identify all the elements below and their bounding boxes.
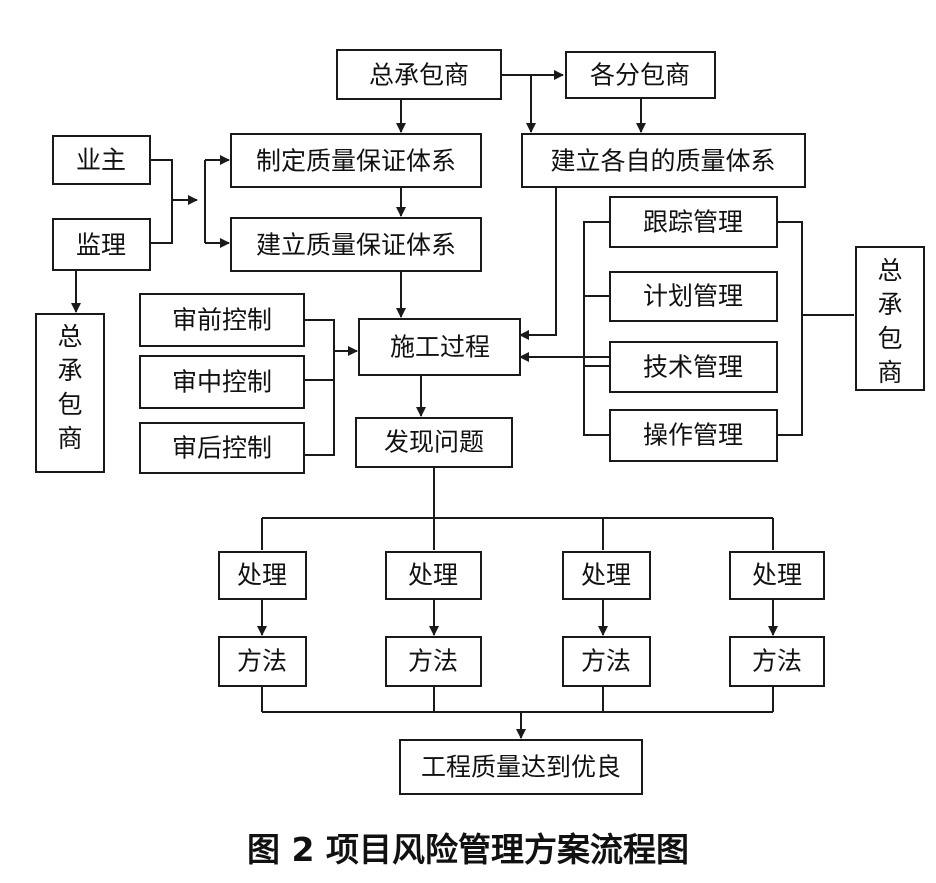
- node-label: 审后控制: [172, 434, 272, 463]
- node-find-problems: 发现问题: [355, 417, 513, 468]
- node-handle-1: 处理: [218, 551, 307, 600]
- node-sub-quality-systems: 建立各自的质量体系: [521, 133, 806, 188]
- node-label-char: 总承包商: [877, 256, 902, 387]
- label-char: 包: [877, 324, 902, 353]
- node-label: 处理: [408, 561, 458, 590]
- node-mid-control: 审中控制: [139, 355, 305, 409]
- node-label-char: 总承包商: [57, 322, 82, 453]
- node-label: 总承包商: [369, 61, 469, 90]
- connectors: [71, 70, 854, 739]
- node-label: 审前控制: [172, 306, 272, 335]
- flowchart: 总承包商 各分包商 业主 监理 制定质量保证体系 建立质量保证体系 建立各自的质…: [35, 49, 925, 795]
- node-label: 施工过程: [390, 333, 490, 362]
- label-char: 包: [57, 390, 82, 419]
- node-label: 计划管理: [643, 282, 743, 311]
- node-general-contractor-top: 总承包商: [336, 49, 502, 100]
- node-label: 工程质量达到优良: [421, 753, 621, 782]
- node-label: 建立各自的质量体系: [550, 147, 775, 176]
- node-label: 技术管理: [643, 353, 743, 382]
- label-char: 承: [57, 356, 82, 385]
- node-label: 各分包商: [590, 61, 690, 90]
- node-subcontractors: 各分包商: [565, 51, 716, 99]
- label-char: 商: [877, 358, 902, 387]
- node-general-contractor-right: 总承包商: [855, 246, 925, 391]
- node-label: 处理: [237, 561, 287, 590]
- node-label: 审中控制: [172, 368, 272, 397]
- node-label: 处理: [581, 561, 631, 590]
- node-label: 制定质量保证体系: [256, 147, 456, 176]
- label-char: 承: [877, 290, 902, 319]
- node-label: 业主: [76, 146, 126, 175]
- node-tracking-mgmt: 跟踪管理: [609, 196, 778, 248]
- node-operation-mgmt: 操作管理: [609, 409, 778, 462]
- label-char: 总: [877, 256, 902, 285]
- node-construction: 施工过程: [358, 318, 521, 376]
- node-method-3: 方法: [562, 636, 651, 687]
- node-set-quality-system: 制定质量保证体系: [230, 133, 482, 188]
- node-method-4: 方法: [729, 636, 825, 687]
- node-label: 方法: [237, 647, 287, 676]
- node-label: 监理: [76, 231, 126, 260]
- node-general-contractor-left: 总承包商: [35, 313, 105, 473]
- node-label: 处理: [752, 561, 802, 590]
- node-label: 方法: [752, 647, 802, 676]
- label-char: 总: [57, 322, 82, 351]
- label-char: 商: [57, 424, 82, 453]
- node-label: 操作管理: [643, 421, 743, 450]
- node-post-control: 审后控制: [139, 422, 305, 474]
- node-result: 工程质量达到优良: [399, 739, 643, 795]
- node-label: 跟踪管理: [643, 208, 743, 237]
- node-pre-control: 审前控制: [139, 293, 305, 347]
- node-method-2: 方法: [385, 636, 482, 687]
- node-label: 发现问题: [384, 428, 484, 457]
- node-handle-3: 处理: [562, 551, 651, 600]
- figure-caption: 图 2 项目风险管理方案流程图: [247, 830, 689, 869]
- node-label: 建立质量保证体系: [256, 231, 456, 260]
- node-build-quality-system: 建立质量保证体系: [230, 217, 482, 272]
- node-tech-mgmt: 技术管理: [609, 341, 778, 393]
- node-label: 方法: [408, 647, 458, 676]
- node-method-1: 方法: [218, 636, 307, 687]
- node-supervision: 监理: [52, 218, 151, 271]
- node-plan-mgmt: 计划管理: [609, 271, 778, 322]
- node-owner: 业主: [52, 135, 151, 185]
- node-handle-4: 处理: [729, 551, 825, 600]
- node-handle-2: 处理: [385, 551, 482, 600]
- node-label: 方法: [581, 647, 631, 676]
